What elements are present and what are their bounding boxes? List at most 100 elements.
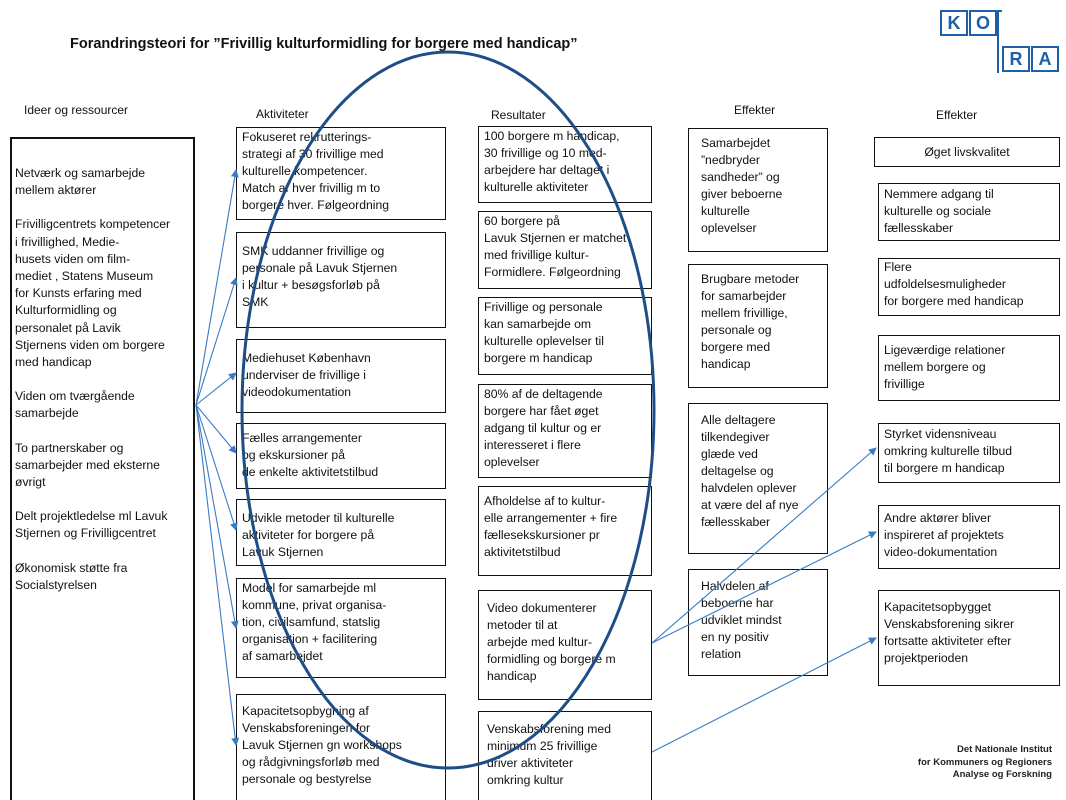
activity-line: SMK uddanner frivillige og bbox=[242, 244, 385, 258]
effect-line: personale og bbox=[701, 323, 772, 337]
activity-line: personale og bestyrelse bbox=[242, 772, 372, 786]
arrow bbox=[195, 372, 237, 406]
result-line: arbejde med kultur- bbox=[487, 635, 592, 649]
logo-frame bbox=[997, 10, 1002, 73]
result-line: oplevelser bbox=[484, 455, 540, 469]
result-line: kan samarbejde om bbox=[484, 317, 592, 331]
effect-line: mellem frivillige, bbox=[701, 306, 788, 320]
arrow bbox=[195, 169, 239, 406]
result-line: kulturelle oplevelser til bbox=[484, 334, 604, 348]
result-line: minimum 25 frivillige bbox=[487, 739, 598, 753]
result-line: driver aktiviteter bbox=[487, 756, 574, 770]
effect-line: glæde ved bbox=[701, 447, 758, 461]
effect-line: omkring kulturelle tilbud bbox=[884, 444, 1013, 458]
activity-line: kommune, privat organisa- bbox=[242, 598, 387, 612]
idea-line: Netværk og samarbejde bbox=[15, 166, 146, 180]
effect-line: deltagelse og bbox=[701, 464, 774, 478]
effect-line: Øget livskvalitet bbox=[924, 145, 1010, 159]
effect-line: relation bbox=[701, 647, 741, 661]
effect-line: tilkendegiver bbox=[701, 430, 770, 444]
arrows-ideas-to-activities bbox=[195, 169, 240, 746]
effect-line: Kapacitetsopbygget bbox=[884, 600, 992, 614]
activity-line: Kapacitetsopbygning af bbox=[242, 704, 369, 718]
effect-box-final: Andre aktører bliver inspireret af proje… bbox=[878, 505, 1060, 569]
activity-line: tion, civilsamfund, statslig bbox=[242, 615, 381, 629]
effect-line: Nemmere adgang til bbox=[884, 187, 994, 201]
result-line: Formidlere. Følgeordning bbox=[484, 265, 621, 279]
result-box: Frivillige og personale kan samarbejde o… bbox=[478, 297, 652, 375]
effect-box-final: Kapacitetsopbygget Venskabsforening sikr… bbox=[878, 590, 1060, 686]
result-line: adgang til kultur og er bbox=[484, 421, 602, 435]
diagram-title: Forandringsteori for ”Frivillig kulturfo… bbox=[70, 36, 578, 52]
result-line: 60 borgere på bbox=[484, 214, 560, 228]
effect-box-final: Styrket vidensniveau omkring kulturelle … bbox=[878, 423, 1060, 483]
idea-line: Socialstyrelsen bbox=[15, 577, 97, 592]
result-line: borgere m handicap bbox=[484, 351, 593, 365]
activity-line: aktiviteter for borgere på bbox=[242, 528, 375, 542]
kora-logo: K O R A bbox=[940, 10, 1060, 76]
idea-line: Kulturformidling og bbox=[15, 303, 117, 318]
activity-line: borgere hver. Følgeordning bbox=[242, 198, 390, 212]
idea-line: Frivilligcentrets kompetencer bbox=[15, 217, 171, 232]
effect-line: video-dokumentation bbox=[884, 545, 998, 559]
effect-line: Ligeværdige relationer bbox=[884, 343, 1006, 357]
arrow bbox=[195, 404, 239, 629]
activity-box: Model for samarbejde ml kommune, privat … bbox=[236, 578, 446, 678]
effect-line: til borgere m handicap bbox=[884, 461, 1005, 475]
effect-line: for samarbejder bbox=[701, 289, 787, 303]
effect-line: fællesskaber bbox=[884, 221, 954, 235]
effect-line: udfoldelsesmuligheder bbox=[884, 277, 1006, 291]
result-line: aktivitetstilbud bbox=[484, 545, 561, 559]
result-line: fællesekskursioner pr bbox=[484, 528, 600, 542]
idea-line: Delt projektledelse ml Lavuk bbox=[15, 509, 168, 524]
activity-line: de enkelte aktivitetstilbud bbox=[242, 465, 379, 479]
result-box: Video dokumenterer metoder til at arbejd… bbox=[478, 590, 652, 700]
effect-line: Brugbare metoder bbox=[701, 272, 800, 286]
result-line: borgere har fået øget bbox=[484, 404, 599, 418]
activity-line: videodokumentation bbox=[242, 385, 352, 399]
effect-box: Samarbejdet ”nedbryder sandheder” og giv… bbox=[688, 128, 828, 252]
idea-line: med handicap bbox=[15, 355, 92, 370]
idea-line: personalet på Lavik bbox=[15, 320, 121, 335]
effect-line: beboerne har bbox=[701, 596, 774, 610]
result-line: Afholdelse af to kultur- bbox=[484, 494, 606, 508]
result-line: 100 borgere m handicap, bbox=[484, 129, 620, 143]
activity-box: Udvikle metoder til kulturelle aktivitet… bbox=[236, 499, 446, 566]
logo-letter: A bbox=[1031, 46, 1059, 72]
result-line: omkring kultur bbox=[487, 773, 564, 787]
activity-box: Kapacitetsopbygning af Venskabsforeninge… bbox=[236, 694, 446, 800]
result-line: Frivillige og personale bbox=[484, 300, 603, 314]
effect-line: kulturelle og sociale bbox=[884, 204, 992, 218]
activity-box: SMK uddanner frivillige og personale på … bbox=[236, 232, 446, 328]
effect-box-final: Øget livskvalitet bbox=[874, 137, 1060, 167]
header-effects-1: Effekter bbox=[734, 103, 776, 117]
idea-line: mediet , Statens Museum bbox=[15, 269, 154, 284]
effect-box-final: Flere udfoldelsesmuligheder for borgere … bbox=[878, 258, 1060, 316]
effect-line: ”nedbryder bbox=[701, 153, 760, 167]
activity-line: Udvikle metoder til kulturelle bbox=[242, 511, 395, 525]
institute-line: Analyse og Forskning bbox=[952, 769, 1052, 780]
idea-line: samarbejder med eksterne bbox=[15, 457, 160, 472]
activity-line: Model for samarbejde ml bbox=[242, 581, 377, 595]
effect-box: Brugbare metoder for samarbejder mellem … bbox=[688, 264, 828, 388]
header-effects-2: Effekter bbox=[936, 108, 978, 122]
activity-line: kulturelle kompetencer. bbox=[242, 164, 368, 178]
result-box: 60 borgere på Lavuk Stjernen er matchet … bbox=[478, 211, 652, 289]
effect-line: mellem borgere og bbox=[884, 360, 986, 374]
effect-line: halvdelen oplever bbox=[701, 481, 797, 495]
activity-line: Fælles arrangementer bbox=[242, 431, 362, 445]
effect-box-final: Nemmere adgang til kulturelle og sociale… bbox=[878, 183, 1060, 241]
effect-line: fortsatte aktiviteter efter bbox=[884, 634, 1012, 648]
effect-line: at være del af nye bbox=[701, 498, 799, 512]
activity-line: Match af hver frivillig m to bbox=[242, 181, 381, 195]
effect-line: Halvdelen af bbox=[701, 579, 769, 593]
activity-box: Fælles arrangementer og ekskursioner på … bbox=[236, 423, 446, 489]
activity-line: Venskabsforeningen for bbox=[242, 721, 371, 735]
activity-line: SMK bbox=[242, 295, 269, 309]
effect-box-final: Ligeværdige relationer mellem borgere og… bbox=[878, 335, 1060, 401]
effect-line: borgere med bbox=[701, 340, 771, 354]
idea-line: Stjernen og Frivilligcentret bbox=[15, 526, 156, 541]
effect-box: Halvdelen af beboerne har udviklet minds… bbox=[688, 569, 828, 676]
result-line: arbejdere har deltaget i bbox=[484, 163, 610, 177]
activity-line: af samarbejdet bbox=[242, 649, 323, 663]
